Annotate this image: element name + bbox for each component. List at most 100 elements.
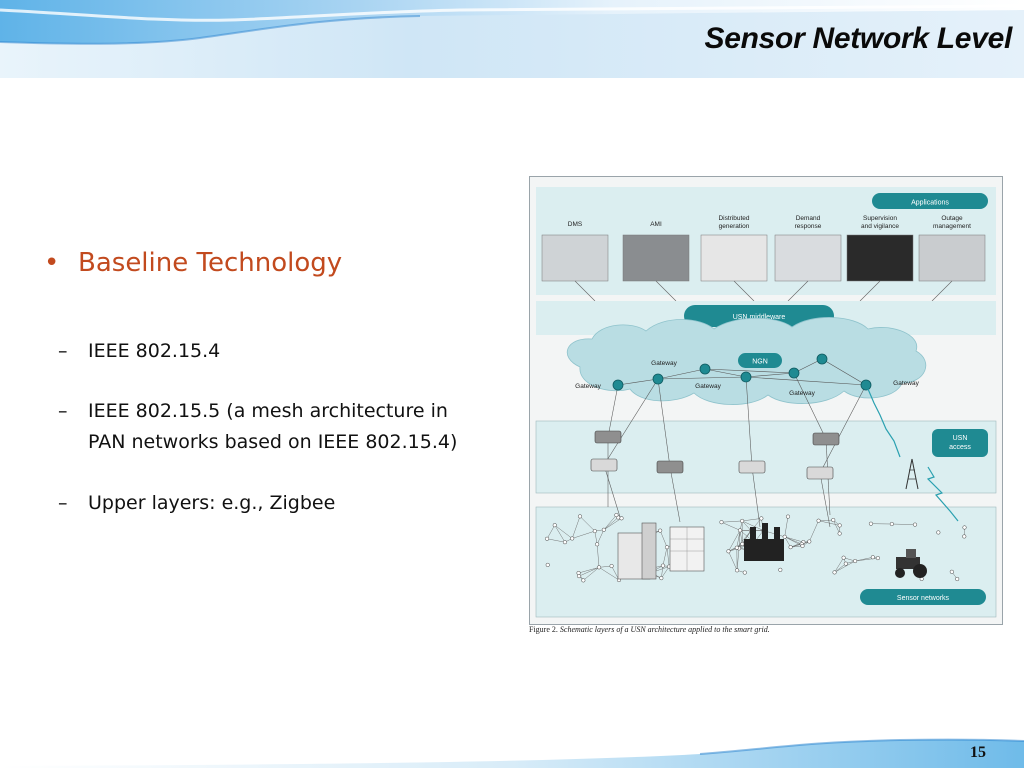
network-links <box>603 358 867 528</box>
application-link <box>787 280 809 302</box>
mesh-link <box>891 523 916 525</box>
ngn-node-3 <box>699 363 711 375</box>
application-photo-1 <box>541 234 609 282</box>
sensor-node <box>735 568 740 573</box>
sensor-node <box>562 540 568 545</box>
sensor-uplink <box>751 466 761 528</box>
ngn-link <box>657 368 706 380</box>
application-photos <box>541 234 986 302</box>
access-device-2 <box>590 458 618 472</box>
mesh-link <box>721 521 741 531</box>
figure-caption: Figure 2. Schematic layers of a USN arch… <box>529 625 770 634</box>
ngn-node-6 <box>816 353 828 365</box>
dash-marker: – <box>58 340 68 362</box>
ngn-node-5 <box>788 367 800 379</box>
sensor-node <box>936 530 941 535</box>
access-link <box>603 378 659 466</box>
sub-item-text: Upper layers: e.g., Zigbee <box>88 492 336 514</box>
bullet-marker: • <box>44 248 60 278</box>
mesh-link <box>583 567 600 581</box>
mesh-link <box>741 520 752 531</box>
sensor-node <box>831 518 836 523</box>
sub-item-text: IEEE 802.15.5 (a mesh architecture in <box>88 400 448 422</box>
sensor-node <box>778 567 783 572</box>
access-link <box>745 376 753 468</box>
sensor-node <box>740 541 745 547</box>
sensor-node <box>853 558 858 564</box>
application-photo-4 <box>774 234 842 282</box>
mesh-link <box>834 557 844 573</box>
sensor-node <box>596 565 602 570</box>
sensor-node <box>545 536 550 541</box>
sensor-node <box>870 555 875 560</box>
applications-label: Applications <box>911 200 949 207</box>
bullet-text: Baseline Technology <box>78 248 343 278</box>
mesh-link <box>736 530 741 548</box>
application-label-4: response <box>795 223 822 230</box>
ngn-box <box>738 353 782 368</box>
ngn-link <box>704 368 747 378</box>
caption-text: Schematic layers of a USN architecture a… <box>559 625 770 634</box>
sensor-node <box>843 561 848 566</box>
access-device-1 <box>594 430 622 444</box>
sensor-node <box>962 525 967 530</box>
sensor-node <box>912 522 918 527</box>
mesh-link <box>599 565 612 568</box>
sensor-node <box>601 527 606 532</box>
access-devices <box>590 430 840 480</box>
sensor-node <box>889 521 894 527</box>
sensor-node <box>581 578 586 583</box>
sensor-networks-label: Sensor networks <box>897 595 950 602</box>
application-label-3: generation <box>719 223 750 230</box>
sub-item-text: IEEE 802.15.4 <box>88 340 221 362</box>
sensor-node <box>726 549 731 554</box>
mesh-link <box>721 520 743 523</box>
dash-marker: – <box>58 492 68 514</box>
mesh-link <box>728 551 738 571</box>
ngn-node-7 <box>860 379 872 391</box>
application-label-5: and vigilance <box>861 223 899 230</box>
power-plant-icon <box>744 523 784 561</box>
caption-label: Figure 2. <box>529 625 558 634</box>
ngn-link <box>821 358 867 386</box>
sensor-node <box>832 570 837 575</box>
mesh-link <box>784 536 803 547</box>
mesh-link <box>728 530 741 552</box>
ngn-link <box>617 378 659 386</box>
gateway-label-4: Gateway <box>789 390 815 397</box>
mesh-link <box>596 544 600 568</box>
access-link <box>607 384 619 438</box>
sensor-node <box>837 531 842 536</box>
mesh-link <box>661 565 664 579</box>
access-device-6 <box>806 466 834 480</box>
page-number: 15 <box>970 744 986 761</box>
ngn-nodes <box>612 353 872 391</box>
mesh-link <box>578 567 600 577</box>
sensor-node <box>719 520 724 525</box>
application-label-5: Supervision <box>863 215 897 222</box>
application-label-2: AMI <box>650 221 662 228</box>
mesh-link <box>784 536 804 543</box>
application-label-6: Outage <box>941 215 963 222</box>
mesh-link <box>594 531 598 545</box>
sensor-node <box>545 562 550 567</box>
sensor-node <box>664 545 670 550</box>
usn-access-label-line2: access <box>949 444 971 451</box>
antenna-tower-icon <box>905 458 919 490</box>
mesh-link <box>834 560 856 573</box>
mesh-link <box>547 538 566 543</box>
sensor-node <box>595 542 600 547</box>
title-banner <box>0 0 1024 78</box>
mesh-link <box>598 567 620 581</box>
sensor-node <box>592 529 597 534</box>
sensor-node <box>785 514 791 519</box>
sensor-node <box>659 576 664 581</box>
sensor-node <box>868 521 873 526</box>
sub-item-text: PAN networks based on IEEE 802.15.4) <box>88 431 458 453</box>
sensor-uplink <box>819 472 831 528</box>
mesh-link <box>834 563 846 573</box>
application-photo-6 <box>918 234 986 282</box>
